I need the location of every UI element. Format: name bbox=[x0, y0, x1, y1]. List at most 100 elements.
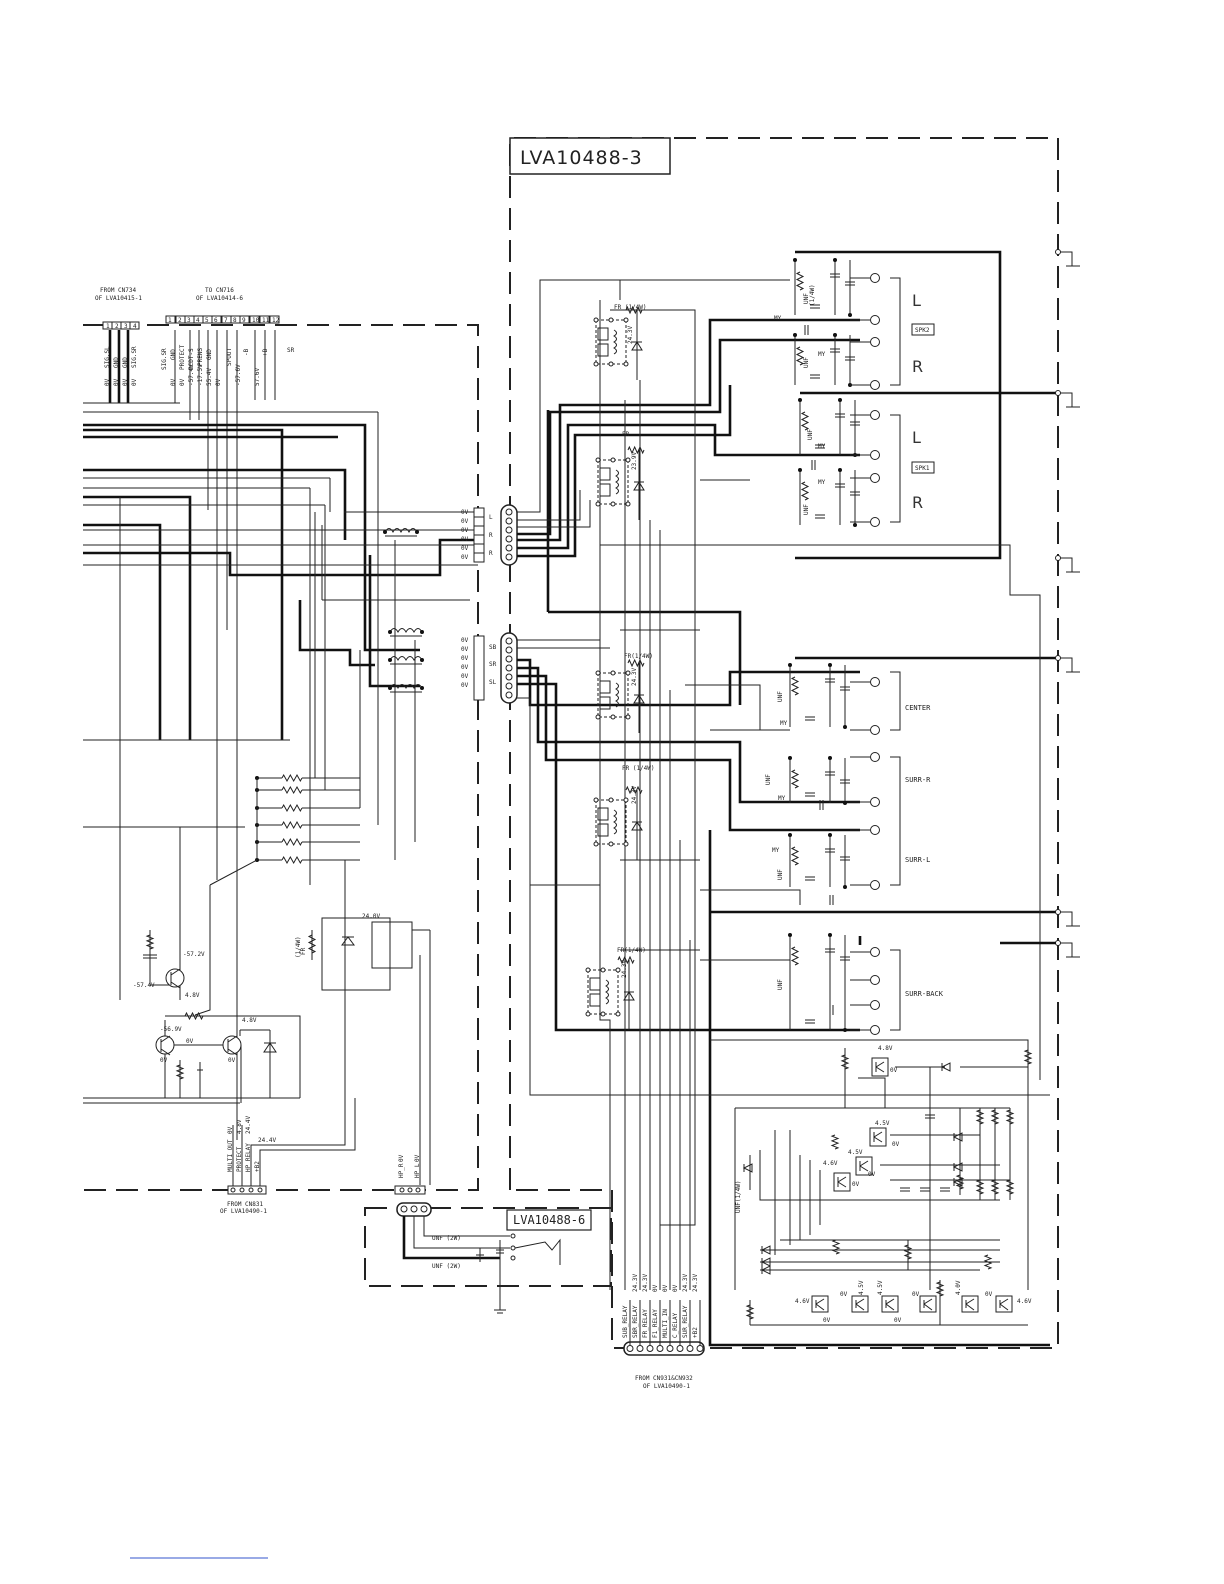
relay2-v: 23.9V bbox=[631, 452, 638, 470]
cn931-l1: SUB_RELAY bbox=[622, 1305, 629, 1338]
cn734-sig3: GND bbox=[122, 357, 129, 368]
cn931-pin bbox=[666, 1345, 674, 1352]
cn931-pin bbox=[626, 1345, 634, 1352]
driver-transistor bbox=[961, 1295, 979, 1313]
cn931-pin bbox=[646, 1345, 654, 1352]
f6-my: MY bbox=[778, 795, 786, 802]
relay-coil bbox=[613, 329, 617, 355]
cn831-label2: PROTECT bbox=[236, 1146, 243, 1172]
driver-resistor bbox=[983, 1254, 993, 1270]
driver-resistor bbox=[1005, 1179, 1015, 1195]
junction-dot bbox=[388, 630, 392, 634]
drv-top2: 0V bbox=[890, 1067, 898, 1074]
relay-pin bbox=[608, 841, 614, 847]
relay-pin bbox=[615, 967, 621, 973]
surr-l-label: SURR-L bbox=[905, 856, 930, 864]
relay-pin bbox=[623, 797, 629, 803]
main-board-title: LVA10488-3 bbox=[509, 137, 671, 175]
transistor-symbol bbox=[965, 1298, 975, 1311]
filter-surr-back-resistor bbox=[790, 946, 800, 966]
cn931-l4: F1_RELAY bbox=[652, 1309, 659, 1338]
hp-relay-v: 24.0V bbox=[362, 913, 380, 920]
relay-resistor bbox=[625, 785, 643, 795]
hp-fr-rating: (1/4W) bbox=[295, 936, 302, 958]
relay-pin bbox=[610, 670, 616, 676]
spk2-badge: SPK2 bbox=[915, 327, 930, 334]
relay-pin bbox=[623, 317, 629, 323]
hp-connector: HP_R HP_L 0V 0V bbox=[394, 1154, 426, 1195]
speaker-filter-blocks bbox=[788, 258, 860, 1032]
relay-pin bbox=[585, 967, 591, 973]
coil bbox=[384, 528, 418, 534]
driver-resistor bbox=[990, 1179, 1000, 1195]
cn716-pin-label: 4 bbox=[196, 317, 200, 324]
driver-diode bbox=[760, 1245, 771, 1255]
relay-pin bbox=[593, 317, 599, 323]
to-cn716-line2: OF LVA10414-6 bbox=[196, 295, 243, 302]
junction-dot bbox=[843, 885, 847, 889]
cn734-v4: 0V bbox=[131, 378, 138, 386]
cn831-v1: 0V bbox=[227, 1126, 234, 1134]
driver-resistor bbox=[831, 1239, 841, 1255]
f4-unf: UNF bbox=[803, 504, 810, 515]
driver-diode bbox=[742, 1163, 753, 1173]
junction-dot bbox=[415, 530, 419, 534]
driver-diode bbox=[952, 1132, 963, 1142]
cn734-sig1: SIG.SL bbox=[104, 346, 111, 368]
driver-resistor bbox=[830, 1134, 840, 1150]
from-cn831-line2: OF LVA10490-1 bbox=[220, 1208, 267, 1215]
rear-v5: 0V bbox=[461, 673, 469, 680]
relay-pin bbox=[625, 670, 631, 676]
transistor-symbol bbox=[885, 1298, 895, 1311]
cn716-sig8: -B bbox=[243, 348, 250, 356]
front-v5: 0V bbox=[461, 545, 469, 552]
f3-unf: UNF bbox=[807, 429, 814, 440]
protect-v7: 0V bbox=[160, 1057, 168, 1064]
junction-dot bbox=[388, 658, 392, 662]
cn716-pin-label: 3 bbox=[187, 317, 191, 324]
protect-v6: 4.8V bbox=[242, 1017, 257, 1024]
cn716-sig1: SIG.SR bbox=[161, 348, 168, 370]
edge-terminal bbox=[1055, 940, 1061, 946]
driver-resistor bbox=[1023, 1049, 1033, 1065]
front-side-l: L bbox=[489, 514, 493, 521]
cn931-pin bbox=[676, 1345, 684, 1352]
spk1-l-label: L bbox=[912, 428, 921, 447]
connector-pin bbox=[505, 673, 513, 681]
cn931-v2: 24.3V bbox=[642, 1274, 649, 1292]
edge-terminal bbox=[1055, 390, 1061, 396]
cn931-pin bbox=[686, 1345, 694, 1352]
ladder-resistor bbox=[281, 855, 303, 865]
rear-v3: 0V bbox=[461, 655, 469, 662]
edge-terminal bbox=[1055, 655, 1061, 661]
relay-resistor bbox=[625, 305, 643, 315]
speaker-terminal bbox=[870, 315, 880, 325]
surr-back-label: SURR-BACK bbox=[905, 990, 944, 998]
ladder-resistor bbox=[281, 773, 303, 783]
f4-my: MY bbox=[818, 479, 826, 486]
cn716-pin-box bbox=[249, 315, 260, 324]
relay-pin bbox=[625, 501, 631, 507]
speaker-terminal bbox=[870, 825, 880, 835]
cn734-v3: 0V bbox=[122, 378, 129, 386]
from-cn734-line2: OF LVA10415-1 bbox=[95, 295, 142, 302]
relay4-fr: FR (1/4W) bbox=[622, 765, 655, 772]
junction-dot bbox=[798, 398, 802, 402]
right-board-wiring bbox=[517, 250, 1058, 1347]
speaker-terminal bbox=[870, 273, 880, 283]
protect-v8: 0V bbox=[228, 1057, 236, 1064]
speaker-terminal bbox=[870, 473, 880, 483]
cn931-l7: SUR_RELAY bbox=[682, 1305, 689, 1338]
cn716-sig2: GND bbox=[170, 349, 177, 360]
hp-label1: HP_R bbox=[398, 1163, 405, 1178]
driver-transistor bbox=[851, 1295, 869, 1313]
filter-surr-l-resistor bbox=[790, 846, 800, 866]
cn734-pin4: 4 bbox=[133, 323, 137, 330]
relay-pin bbox=[608, 361, 614, 367]
rear-connector-left: 0V 0V 0V 0V 0V 0V SB SR SL bbox=[461, 635, 497, 701]
speaker-relays bbox=[585, 305, 645, 1030]
cn716-v4: -17.5V bbox=[197, 364, 204, 386]
driver-resistor bbox=[935, 1281, 945, 1297]
speaker-terminal bbox=[870, 380, 880, 390]
drv-mid6: 0V bbox=[868, 1171, 876, 1178]
